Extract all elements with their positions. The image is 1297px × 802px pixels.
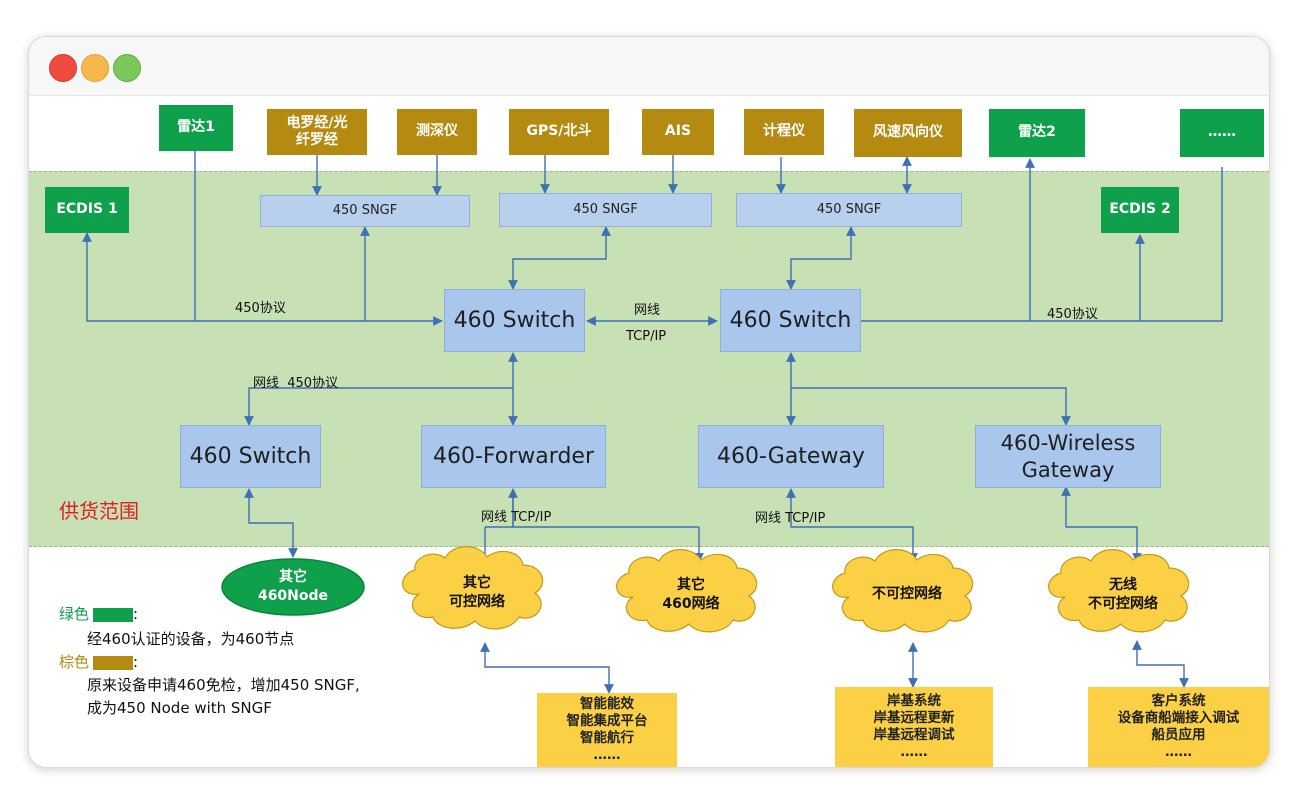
device-radar1: 雷达1	[159, 105, 233, 151]
cloud-uncontrollable-label: 不可控网络	[872, 585, 942, 602]
legend-brown-label: 棕色	[59, 653, 90, 671]
device-wind: 风速风向仪	[854, 109, 962, 157]
label-supply-scope: 供货范围	[59, 499, 139, 523]
link-forwarder	[484, 489, 699, 562]
sngf-box-a: 450 SNGF	[260, 195, 470, 227]
device-ecdis1: ECDIS 1	[45, 187, 129, 233]
legend-brown-desc: 原来设备申请460免检，增加450 SNGF,	[87, 676, 360, 694]
device-ecdis2: ECDIS 2	[1101, 187, 1179, 233]
node-switch-lower: 460 Switch	[180, 425, 321, 488]
node-gateway: 460-Gateway	[698, 425, 884, 488]
cloud-wireless-label: 无线 不可控网络	[1088, 577, 1158, 612]
node-switch-left: 460 Switch	[444, 289, 585, 352]
connection-lines	[82, 134, 1223, 694]
legend-green-colon: :	[133, 605, 139, 623]
link-gateway	[786, 488, 918, 563]
link-app-smart	[480, 642, 614, 694]
label-gateway-link: 网线 TCP/IP	[755, 511, 826, 526]
label-forwarder-link: 网线 TCP/IP	[481, 510, 552, 525]
link-node	[244, 488, 298, 558]
legend-green-desc: 经460认证的设备，为460节点	[87, 630, 295, 648]
node-switch-right: 460 Switch	[720, 289, 861, 352]
cloud-wireless	[1048, 549, 1190, 633]
device-gps: GPS/北斗	[509, 109, 609, 155]
label-protocol-right: 450协议	[1047, 307, 1098, 322]
device-more: ……	[1180, 109, 1264, 157]
node-forwarder: 460-Forwarder	[421, 425, 606, 488]
cloud-controllable	[402, 546, 544, 630]
label-wire-mid: 网线	[634, 303, 661, 318]
cloud-460-label: 其它 460网络	[662, 577, 720, 612]
cloud-460	[616, 549, 758, 633]
minimize-window-button[interactable]	[81, 54, 109, 82]
sngf-box-c: 450 SNGF	[736, 193, 962, 227]
app-client-systems: 客户系统 设备商船端接入调试 船员应用 ……	[1088, 687, 1269, 767]
legend-brown: 棕色:	[59, 651, 138, 672]
other-node-ellipse	[221, 558, 365, 616]
link-wireless	[1061, 486, 1142, 563]
link-to-lower-switch	[244, 387, 513, 426]
other-460-node: 其它 460Node	[257, 569, 329, 604]
link-sngf-b	[508, 226, 611, 290]
sngf-box-b: 450 SNGF	[499, 193, 712, 227]
legend-brown-desc2: 成为450 Node with SNGF	[87, 699, 272, 717]
app-smart-systems: 智能能效 智能集成平台 智能航行 ……	[537, 693, 677, 767]
link-app-client	[1132, 640, 1189, 688]
window-titlebar	[29, 37, 1269, 96]
device-log: 计程仪	[744, 109, 824, 155]
maximize-window-button[interactable]	[113, 54, 141, 82]
device-gyro: 电罗经/光 纤罗经	[267, 109, 367, 155]
close-window-button[interactable]	[49, 54, 77, 82]
cloud-controllable-label: 其它 可控网络	[449, 575, 505, 610]
node-wireless-gateway: 460-Wireless Gateway	[975, 425, 1161, 488]
legend-green-swatch	[93, 607, 134, 622]
diagram-window: 雷达1 电罗经/光 纤罗经 测深仪 GPS/北斗 AIS 计程仪 风速风向仪 雷…	[28, 36, 1270, 768]
legend-green: 绿色:	[59, 603, 138, 624]
label-tcpip-mid: TCP/IP	[626, 329, 667, 344]
bus-left	[82, 232, 443, 326]
legend-brown-colon: :	[133, 653, 139, 671]
bus-right	[849, 167, 1223, 326]
label-wire-protocol: 网线 450协议	[253, 376, 339, 391]
legend-green-label: 绿色	[59, 605, 90, 623]
label-protocol-left: 450协议	[235, 301, 286, 316]
device-radar2: 雷达2	[989, 109, 1085, 157]
app-shore-systems: 岸基系统 岸基远程更新 岸基远程调试 ……	[835, 687, 993, 767]
legend-brown-swatch	[93, 655, 134, 670]
cloud-uncontrollable	[832, 549, 974, 633]
device-ais: AIS	[642, 109, 714, 155]
link-sngf-c	[786, 226, 856, 290]
device-depth: 测深仪	[397, 109, 477, 155]
link-to-wireless	[791, 387, 1071, 426]
